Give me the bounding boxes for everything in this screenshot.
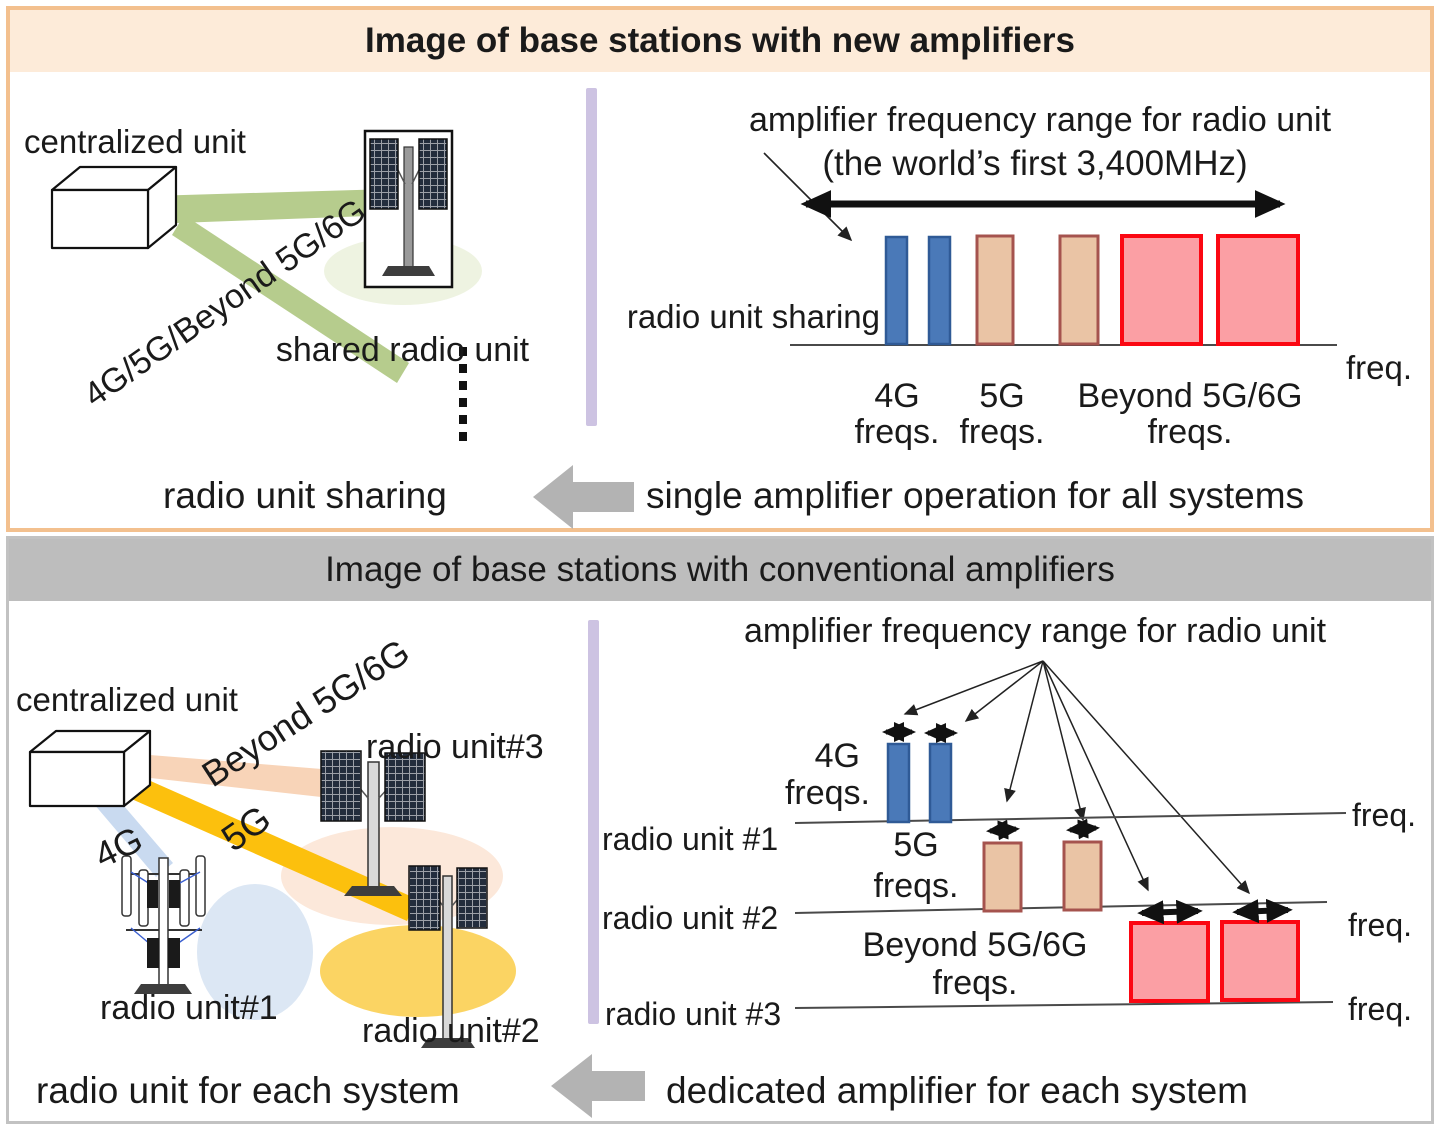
radio-unit3-label: radio unit#3 <box>366 728 544 766</box>
amplifier-range-header-dedicated: amplifier frequency range for radio unit <box>743 612 1327 650</box>
radio-unit-each-system-caption: radio unit for each system <box>36 1070 460 1111</box>
new-amplifier-panel: Image of base stations with new amplifie… <box>6 6 1434 532</box>
band-5g-freqs-label: freqs. <box>959 413 1045 451</box>
freq-axis-label-unit3: freq. <box>1348 991 1413 1027</box>
band-beyond-label-dedicated: Beyond 5G/6G <box>862 926 1088 964</box>
band-beyond-label: Beyond 5G/6G <box>1077 377 1303 415</box>
band-5g-label-dedicated: 5G <box>893 826 939 864</box>
radio-unit-sharing-axis-label: radio unit sharing <box>626 298 880 335</box>
single-amplifier-caption: single amplifier operation for all syste… <box>646 475 1305 516</box>
dedicated-amplifier-caption: dedicated amplifier for each system <box>666 1070 1248 1111</box>
shared-radio-unit-label: shared radio unit <box>275 331 530 369</box>
radio-unit1-label: radio unit#1 <box>100 989 278 1027</box>
centralized-unit-label-bottom: centralized unit <box>16 681 238 718</box>
amplifier-range-header-line1: amplifier frequency range for radio unit <box>748 101 1332 139</box>
radio-unit-sharing-caption: radio unit sharing <box>163 475 447 516</box>
new-amplifier-panel-title: Image of base stations with new amplifie… <box>10 10 1430 72</box>
band-5g-label: 5G <box>979 377 1025 415</box>
amplifier-range-header-line2: (the world’s first 3,400MHz) <box>822 144 1248 183</box>
band-4g-label-dedicated: 4G <box>814 737 860 775</box>
band-4g-label: 4G <box>874 377 920 415</box>
band-4g-freqs-label-dedicated: freqs. <box>784 774 870 812</box>
radio-unit2-label: radio unit#2 <box>362 1012 540 1050</box>
centralized-unit-label-top: centralized unit <box>24 123 246 160</box>
band-beyond-freqs-label: freqs. <box>1147 413 1233 451</box>
axis-label-radio-unit2: radio unit #2 <box>602 900 779 936</box>
axis-label-radio-unit3: radio unit #3 <box>605 996 782 1032</box>
band-5g-freqs-label-dedicated: freqs. <box>873 867 959 905</box>
band-beyond-freqs-label-dedicated: freqs. <box>932 964 1018 1002</box>
conventional-amplifier-panel-title: Image of base stations with conventional… <box>9 539 1431 601</box>
freq-axis-label-shared: freq. <box>1346 349 1413 386</box>
band-4g-freqs-label: freqs. <box>854 413 940 451</box>
freq-axis-label-unit2: freq. <box>1348 907 1413 943</box>
freq-axis-label-unit1: freq. <box>1352 797 1417 833</box>
axis-label-radio-unit1: radio unit #1 <box>602 821 779 857</box>
